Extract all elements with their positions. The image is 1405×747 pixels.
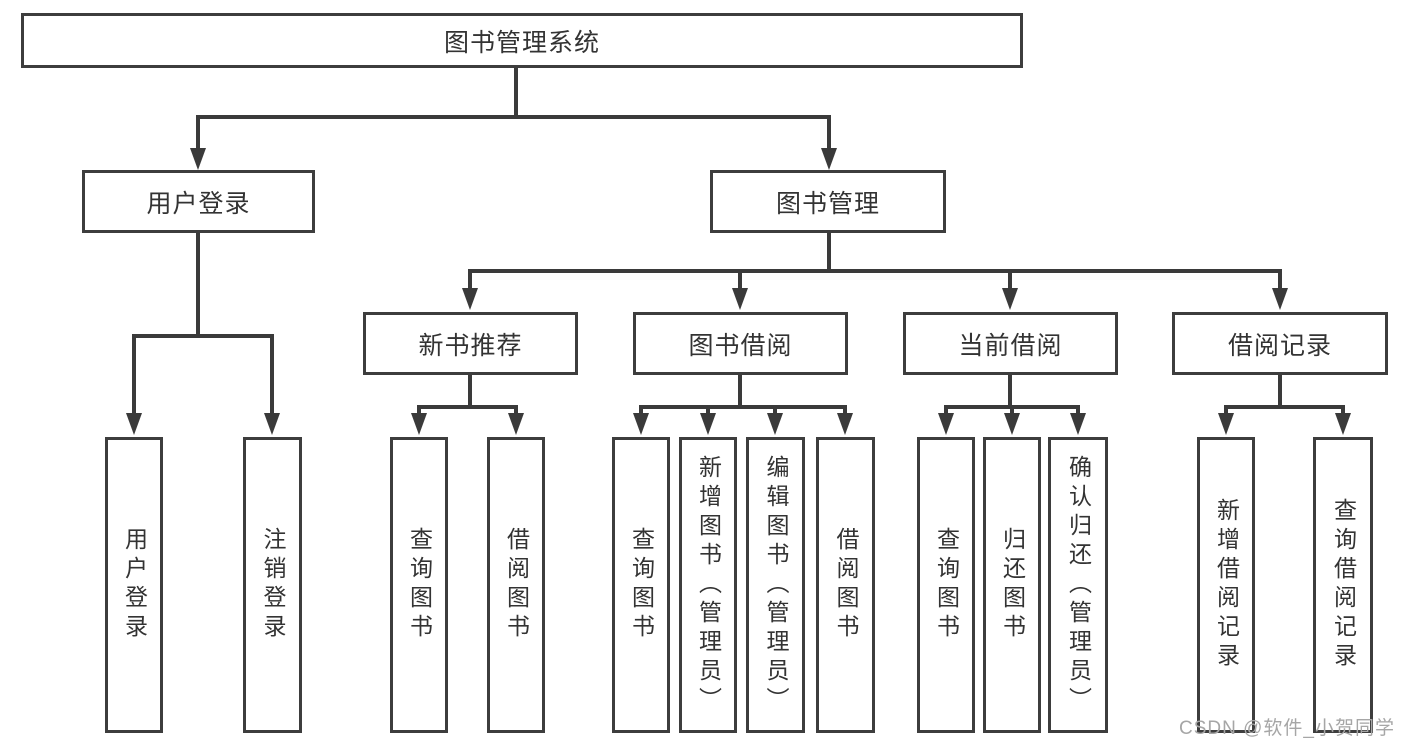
connector-book-borrow-to-leaves (633, 373, 853, 435)
node-book-management: 图书管理 (710, 170, 946, 233)
leaf-edit-book-admin: 编辑图书（管理员） (746, 437, 805, 733)
leaf-borrow-book-recommend-label: 借阅图书 (503, 527, 530, 643)
node-user-login-label: 用户登录 (146, 189, 251, 218)
leaf-logout-label: 注销登录 (260, 527, 286, 643)
leaf-return-book: 归还图书 (983, 437, 1041, 733)
leaf-return-book-label: 归还图书 (999, 527, 1026, 643)
node-new-book-recommend: 新书推荐 (363, 312, 578, 375)
node-book-borrow: 图书借阅 (633, 312, 848, 375)
leaf-query-book-recommend: 查询图书 (390, 437, 448, 733)
leaf-query-book-current: 查询图书 (917, 437, 975, 733)
leaf-query-borrow-record: 查询借阅记录 (1313, 437, 1373, 733)
leaf-confirm-return-admin: 确认归还（管理员） (1048, 437, 1108, 733)
node-user-login: 用户登录 (82, 170, 315, 233)
node-book-borrow-label: 图书借阅 (688, 331, 793, 360)
node-new-book-recommend-label: 新书推荐 (418, 331, 523, 360)
node-borrow-records-label: 借阅记录 (1227, 331, 1332, 360)
leaf-query-book-borrow-label: 查询图书 (628, 527, 655, 643)
leaf-user-login: 用户登录 (105, 437, 163, 733)
connector-current-borrow-to-leaves (938, 373, 1086, 435)
node-current-borrow: 当前借阅 (903, 312, 1118, 375)
leaf-add-book-admin-label: 新增图书（管理员） (695, 454, 722, 716)
connector-user-login-to-leaves (126, 230, 280, 435)
node-root-label: 图书管理系统 (443, 28, 600, 57)
leaf-query-borrow-record-label: 查询借阅记录 (1330, 498, 1357, 672)
leaf-borrow-book-recommend: 借阅图书 (487, 437, 545, 733)
leaf-add-borrow-record-label: 新增借阅记录 (1213, 498, 1240, 672)
leaf-logout: 注销登录 (243, 437, 302, 733)
connector-borrow-records-to-leaves (1218, 373, 1351, 435)
leaf-borrow-book-label: 借阅图书 (833, 527, 859, 643)
node-root: 图书管理系统 (21, 13, 1023, 68)
node-book-management-label: 图书管理 (775, 189, 880, 218)
leaf-confirm-return-admin-label: 确认归还（管理员） (1065, 454, 1092, 716)
leaf-borrow-book: 借阅图书 (816, 437, 875, 733)
leaf-query-book-borrow: 查询图书 (612, 437, 670, 733)
leaf-add-book-admin: 新增图书（管理员） (679, 437, 737, 733)
leaf-user-login-label: 用户登录 (121, 527, 148, 643)
connector-new-book-recommend-to-leaves (411, 373, 524, 435)
leaf-edit-book-admin-label: 编辑图书（管理员） (763, 454, 789, 716)
watermark-text: CSDN @软件_小贺同学 (1179, 718, 1395, 739)
node-borrow-records: 借阅记录 (1172, 312, 1388, 375)
leaf-add-borrow-record: 新增借阅记录 (1197, 437, 1255, 733)
connector-book-management-to-level3 (462, 230, 1288, 310)
connector-root-to-branches (190, 66, 837, 170)
node-current-borrow-label: 当前借阅 (958, 331, 1063, 360)
leaf-query-book-current-label: 查询图书 (933, 527, 960, 643)
leaf-query-book-recommend-label: 查询图书 (406, 527, 433, 643)
